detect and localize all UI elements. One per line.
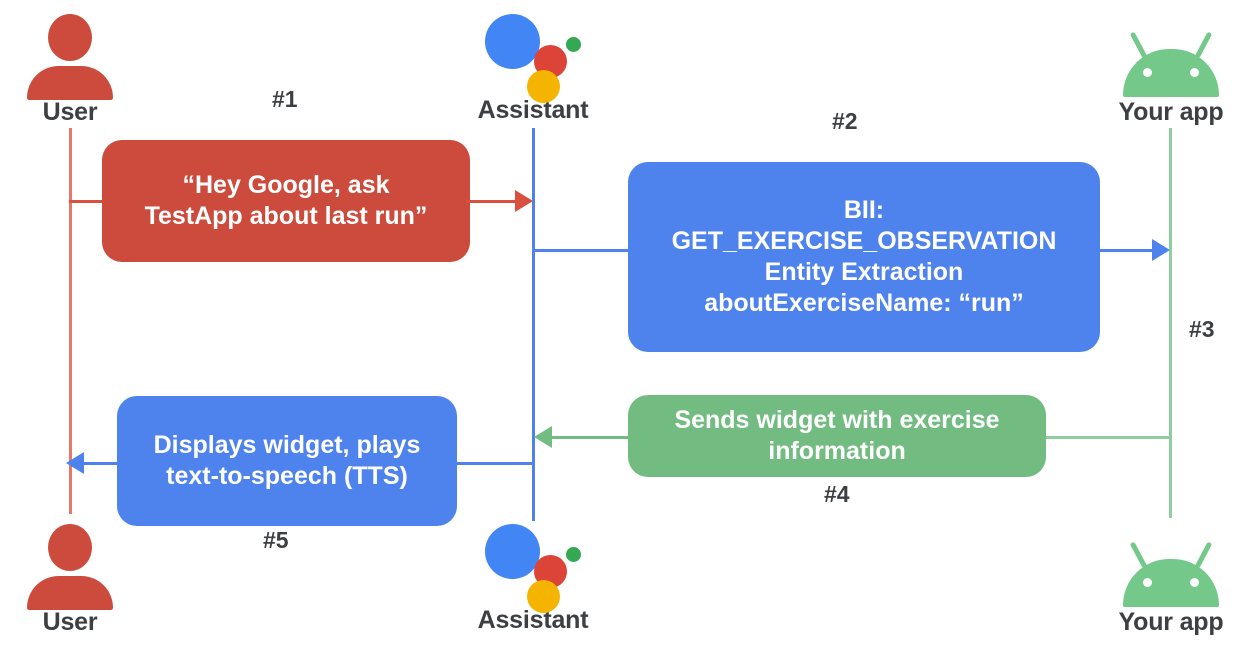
message-box-step2: BII: GET_EXERCISE_OBSERVATION Entity Ext… <box>628 162 1100 352</box>
message-step2-line1: BII: <box>843 195 885 224</box>
connector-assistant-to-box5 <box>455 462 533 465</box>
arrow-line-step4 <box>548 436 632 439</box>
arrow-head-step4 <box>534 426 552 448</box>
android-icon-eye-left <box>1143 578 1152 587</box>
actor-user-top: User <box>0 14 145 125</box>
message-box-step4: Sends widget with exercise information <box>628 395 1046 477</box>
arrow-head-step2 <box>1152 239 1170 261</box>
user-icon-head <box>48 524 92 571</box>
step-label-4: #4 <box>824 481 850 507</box>
actor-assistant-bottom: Assistant <box>458 522 608 633</box>
actor-label-app-top: Your app <box>1118 98 1224 126</box>
user-icon-body <box>27 576 113 610</box>
message-box-step5: Displays widget, plays text-to-speech (T… <box>117 396 457 526</box>
step-label-5: #5 <box>263 527 289 553</box>
step-label-2: #2 <box>832 108 858 134</box>
actor-label-app-bottom: Your app <box>1118 608 1224 636</box>
assistant-icon-yellow-dot <box>527 70 560 103</box>
message-step4-line2: information <box>768 437 906 465</box>
actor-app-bottom: Your app <box>1096 524 1244 635</box>
lifeline-assistant <box>532 128 535 521</box>
connector-app-to-box4 <box>1046 436 1170 439</box>
message-step1-line1: “Hey Google, ask <box>182 170 390 199</box>
android-icon-head <box>1123 559 1219 607</box>
arrow-line-step5 <box>78 462 120 465</box>
message-step5-line1: Displays widget, plays <box>153 430 421 459</box>
actor-assistant-top: Assistant <box>458 12 608 123</box>
google-assistant-icon <box>458 12 608 103</box>
message-step2-line2: GET_EXERCISE_OBSERVATION <box>671 226 1057 255</box>
assistant-icon-blue-dot <box>485 524 540 579</box>
message-step5-line2: text-to-speech (TTS) <box>166 462 408 490</box>
lifeline-app <box>1169 128 1172 518</box>
assistant-icon-green-dot <box>566 37 581 52</box>
step-label-1: #1 <box>272 86 298 112</box>
android-icon-eye-right <box>1190 578 1199 587</box>
message-step1-line2: TestApp about last run” <box>144 202 428 230</box>
connector-user-to-box1 <box>69 200 117 203</box>
arrow-line-step1 <box>466 200 521 203</box>
actor-label-assistant-bottom: Assistant <box>477 606 589 634</box>
connector-assistant-to-box2 <box>532 249 632 252</box>
user-icon <box>0 524 145 610</box>
user-icon-head <box>48 14 92 61</box>
assistant-icon-yellow-dot <box>527 580 560 613</box>
message-box-step1: “Hey Google, ask TestApp about last run” <box>102 140 470 262</box>
android-icon-antenna-right <box>1194 541 1213 569</box>
assistant-icon-blue-dot <box>485 14 540 69</box>
arrow-head-step1 <box>515 190 533 212</box>
arrow-line-step2 <box>1097 249 1159 252</box>
google-assistant-icon <box>458 522 608 613</box>
assistant-icon-green-dot <box>566 547 581 562</box>
arrow-head-step5 <box>66 452 84 474</box>
android-icon-eye-right <box>1190 68 1199 77</box>
message-step2-line3: Entity Extraction <box>764 258 964 286</box>
android-icon-antenna-right <box>1194 31 1213 59</box>
actor-app-top: Your app <box>1096 14 1244 125</box>
lifeline-user <box>69 128 72 514</box>
user-icon-body <box>27 66 113 100</box>
message-step2-line4: aboutExerciseName: “run” <box>704 289 1024 318</box>
actor-user-bottom: User <box>0 524 145 635</box>
android-icon-eye-left <box>1143 68 1152 77</box>
android-icon <box>1096 524 1244 610</box>
message-step4-line1: Sends widget with exercise <box>674 405 1000 434</box>
user-icon <box>0 14 145 100</box>
android-icon-head <box>1123 49 1219 97</box>
step-label-3: #3 <box>1189 316 1215 342</box>
actor-label-user-top: User <box>42 98 98 126</box>
actor-label-user-bottom: User <box>42 608 98 636</box>
actor-label-assistant-top: Assistant <box>477 96 589 124</box>
android-icon <box>1096 14 1244 100</box>
